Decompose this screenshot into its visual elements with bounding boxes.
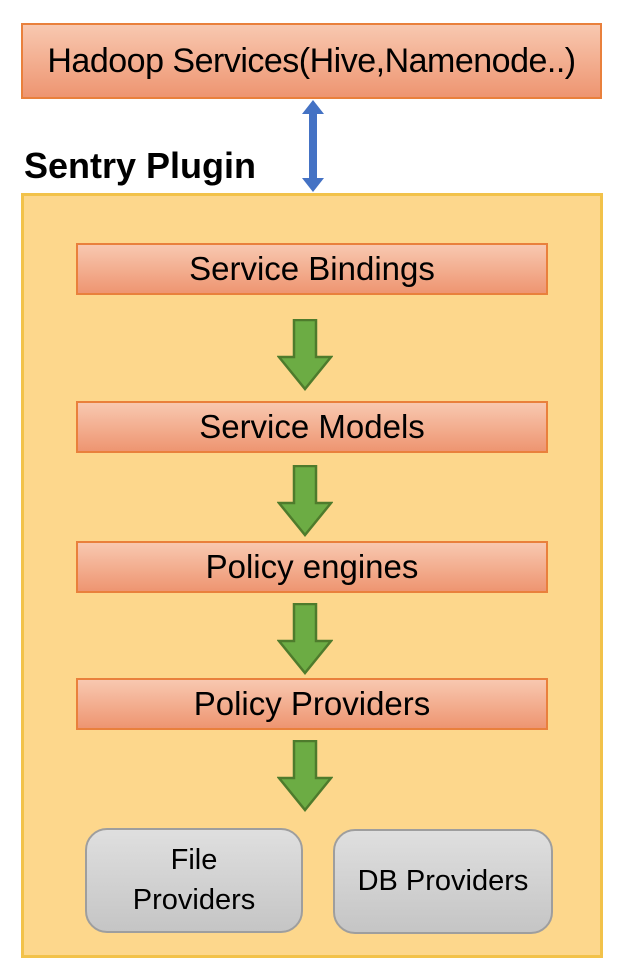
- service-models-label: Service Models: [199, 408, 425, 445]
- hadoop-services-label: Hadoop Services(Hive,Namenode..): [47, 41, 576, 80]
- flow-box-service-bindings: Service Bindings: [76, 243, 548, 295]
- policy-providers-label: Policy Providers: [193, 685, 431, 722]
- down-arrow-icon: [277, 603, 333, 675]
- db-providers-box: DB Providers: [333, 829, 553, 934]
- file-providers-label-line1: File: [170, 844, 218, 877]
- down-arrow-icon: [277, 740, 333, 812]
- down-arrow-icon: [277, 465, 333, 537]
- hadoop-services-box: Hadoop Services(Hive,Namenode..): [21, 23, 602, 99]
- flow-box-policy-engines: Policy engines: [76, 541, 548, 593]
- file-providers-label-line2: Providers: [132, 883, 256, 916]
- sentry-plugin-label: Sentry Plugin: [24, 145, 257, 186]
- file-providers-box: File Providers: [85, 828, 303, 933]
- sentry-plugin-container: Service Bindings Service Models Policy e…: [21, 193, 603, 958]
- bidirectional-arrow-icon: [302, 100, 324, 192]
- flow-box-service-models: Service Models: [76, 401, 548, 453]
- policy-engines-label: Policy engines: [205, 548, 419, 585]
- db-providers-label: DB Providers: [357, 864, 529, 897]
- down-arrow-icon: [277, 319, 333, 391]
- service-bindings-label: Service Bindings: [189, 250, 435, 287]
- flow-box-policy-providers: Policy Providers: [76, 678, 548, 730]
